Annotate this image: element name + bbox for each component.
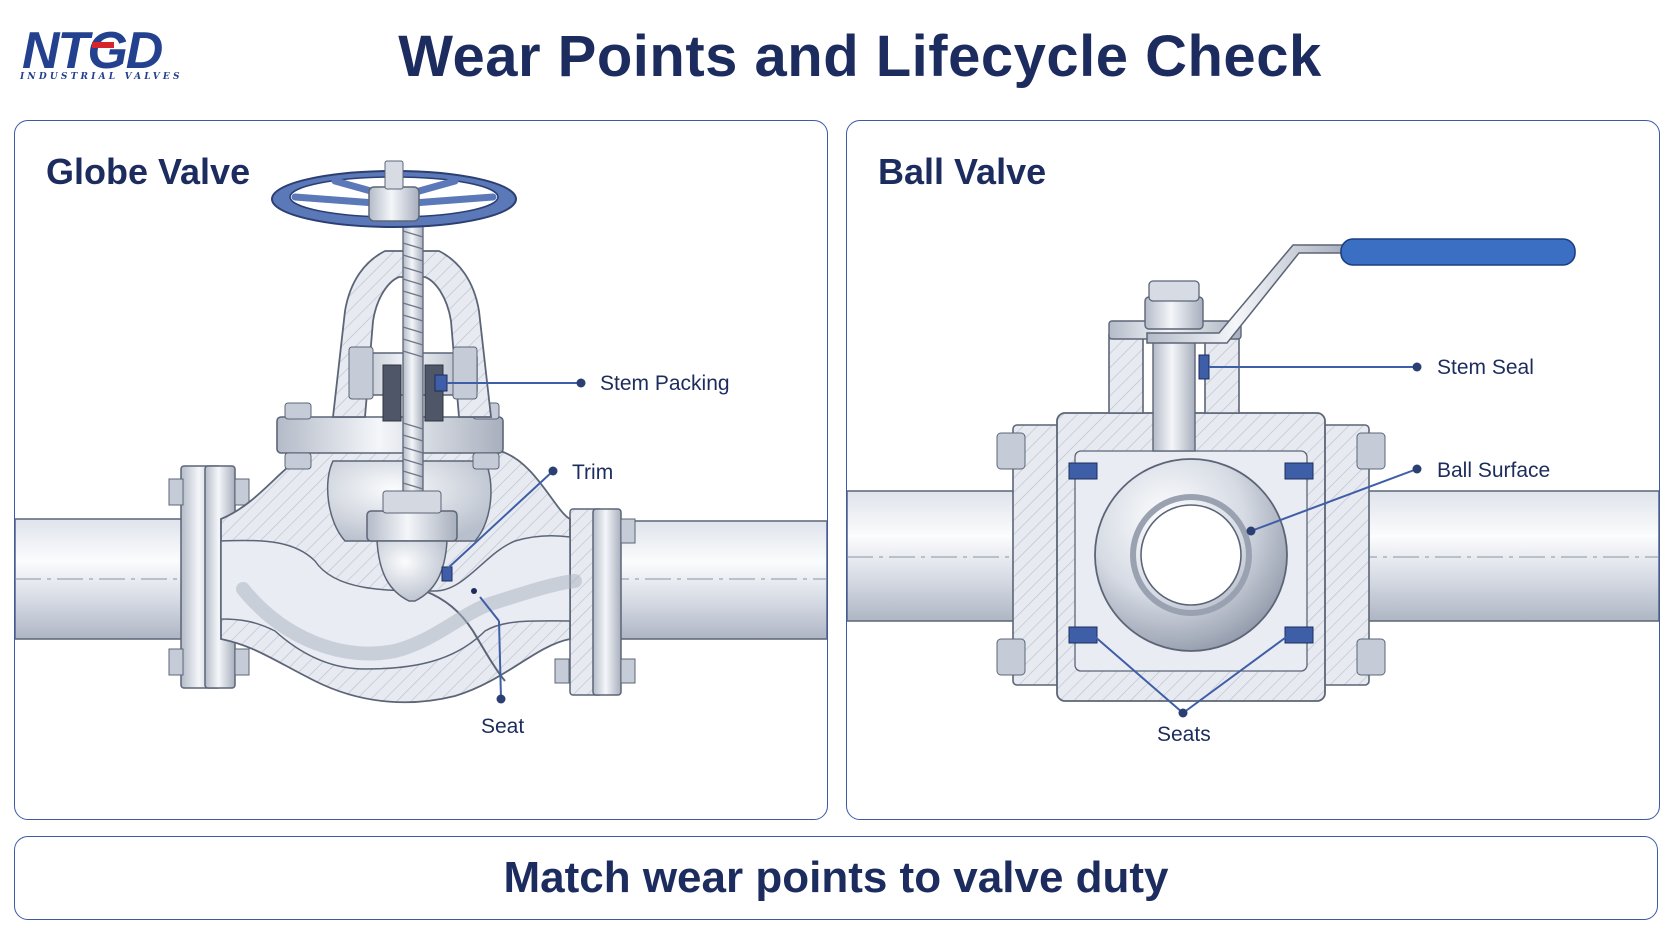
ball-surface-end-dot: [1412, 464, 1422, 474]
logo-icon: NTGD: [22, 22, 165, 80]
stem-packing-rings: [382, 364, 402, 422]
logo-red-accent: [92, 42, 114, 48]
seats-label: Seats: [1157, 723, 1211, 746]
ball-seat: [1068, 462, 1098, 480]
flange-bolt: [168, 478, 184, 506]
stem-nut-top: [1148, 280, 1200, 302]
stem-seal-dot: [1412, 362, 1422, 372]
bonnet-bolt: [284, 452, 312, 470]
globe-partition: [424, 590, 506, 682]
footer-banner: Match wear points to valve duty: [14, 836, 1658, 920]
ball-bore-edge: [1130, 494, 1252, 616]
trim-dot: [548, 466, 558, 476]
page-title: Wear Points and Lifecycle Check: [398, 24, 1322, 89]
stem-seal-ring: [1198, 354, 1210, 380]
trim-disc-plug: [376, 540, 448, 602]
ball-seat: [1284, 462, 1314, 480]
bonnet-flange: [276, 416, 504, 454]
seat-leader: [498, 620, 502, 700]
stem-seal-label: Stem Seal: [1437, 356, 1534, 379]
flange-bolt: [620, 518, 636, 544]
logo-subtext: INDUSTRIAL VALVES: [20, 72, 183, 82]
inlet-pipe: [847, 490, 1038, 622]
globe-flow-arc: [236, 574, 582, 661]
trim-disc-nut: [382, 490, 442, 514]
gland-nut: [452, 346, 478, 400]
outlet-pipe: [1340, 490, 1659, 622]
logo-mark: NTGD: [22, 22, 163, 80]
footer-text: Match wear points to valve duty: [503, 853, 1169, 902]
seats-dot: [1178, 708, 1188, 718]
globe-yoke: [331, 250, 493, 418]
ball-valve-panel: Ball Valve: [846, 120, 1660, 820]
handwheel-spokes: [291, 177, 497, 207]
seats-leader: [1182, 634, 1290, 714]
ball-seat: [1068, 626, 1098, 644]
flange-bolt: [620, 658, 636, 684]
seat-marker: [471, 588, 477, 594]
gland-nut: [348, 346, 374, 400]
lever-grip: [1340, 238, 1576, 266]
stem-nut: [1144, 296, 1204, 330]
stem-packing-label: Stem Packing: [600, 372, 730, 395]
globe-stem: [402, 206, 424, 528]
globe-valve-title: Globe Valve: [46, 151, 251, 192]
globe-valve-illustration: Stem Packing Trim Seat: [15, 160, 827, 738]
flange-bolt: [554, 658, 570, 684]
body-bolt: [1356, 432, 1386, 470]
flange-bolt: [234, 478, 250, 506]
stem-packing-rings: [424, 364, 444, 422]
seat-dot: [496, 694, 506, 704]
body-bolt: [1356, 638, 1386, 676]
brand-logo: NTGD INDUSTRIAL VALVES: [20, 22, 210, 84]
ball-valve-title: Ball Valve: [878, 151, 1047, 192]
ball-bore: [1140, 504, 1242, 606]
body-bolt: [996, 638, 1026, 676]
stem-threads: [402, 230, 424, 514]
ball-surface-dot: [1246, 526, 1256, 536]
trim-leader: [446, 470, 554, 570]
flange-bolt: [168, 648, 184, 676]
packing-highlight: [434, 374, 448, 392]
flange-bolt: [234, 648, 250, 676]
ball-surface-leader: [1250, 468, 1418, 532]
handwheel-hub: [368, 186, 420, 222]
ball-stem: [1152, 338, 1196, 452]
outlet-flange-inner: [592, 508, 622, 696]
seats-leader: [1092, 634, 1184, 714]
ball-surface-label: Ball Surface: [1437, 459, 1550, 482]
trim-disc-holder: [366, 510, 458, 542]
stem-packing-dot: [576, 378, 586, 388]
bonnet-bolt: [284, 402, 312, 420]
globe-valve-panel: Globe Valve: [14, 120, 828, 820]
seat-ring: [441, 566, 453, 582]
bonnet-bolt: [472, 452, 500, 470]
ball-valve-illustration: Stem Seal Ball Surface Seats: [847, 238, 1659, 746]
trim-label: Trim: [572, 461, 613, 484]
body-bolt: [996, 432, 1026, 470]
seat-label: Seat: [481, 715, 524, 738]
seat-leader: [479, 596, 500, 622]
ball-seat: [1284, 626, 1314, 644]
handwheel-nut: [384, 160, 404, 190]
outlet-pipe: [614, 520, 827, 640]
